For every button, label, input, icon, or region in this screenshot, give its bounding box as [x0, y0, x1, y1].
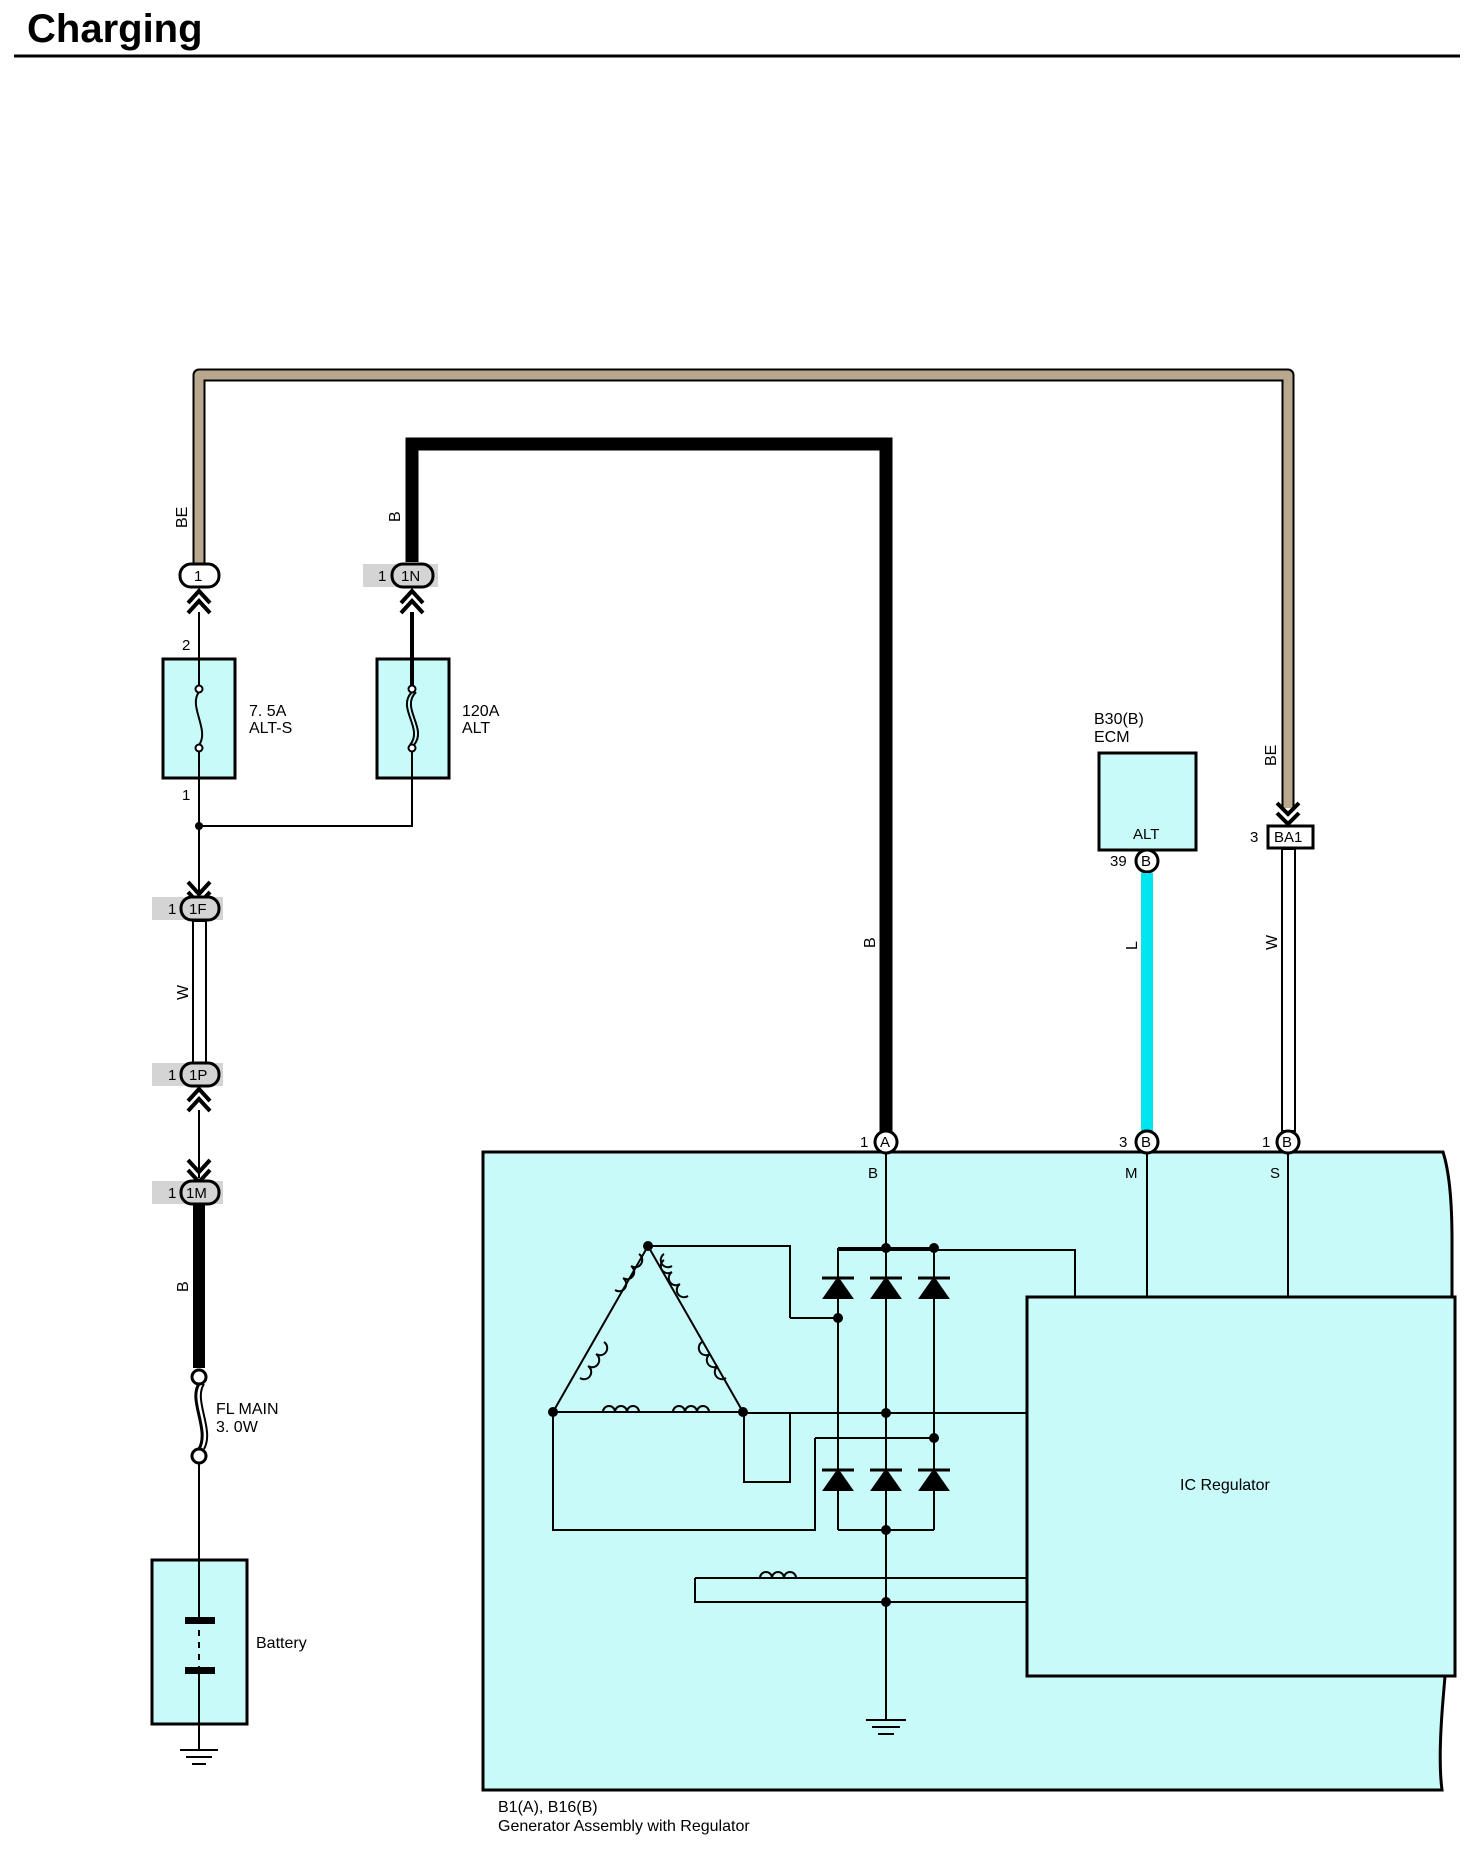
svg-text:M: M [1125, 1165, 1138, 1182]
junction-dot [548, 1241, 939, 1607]
svg-text:1P: 1P [189, 1067, 207, 1084]
svg-text:1: 1 [168, 901, 176, 918]
wire-b-main [405, 437, 893, 1132]
ecm-terminal: ALT [1133, 826, 1159, 843]
wire-w-left [192, 920, 207, 1065]
fuse-alt-s-pin-top: 2 [182, 637, 190, 654]
connector-1p: 1 1P [152, 1061, 223, 1088]
fuse-alt-s [161, 657, 237, 780]
svg-text:1M: 1M [186, 1185, 207, 1202]
fuse-alt-s-pin-bottom: 1 [182, 787, 190, 804]
wire-w-regulator [1281, 848, 1296, 1132]
fl-main-rating: 3. 0W [216, 1419, 259, 1436]
svg-text:3: 3 [1250, 829, 1258, 846]
stator-coil-icon [579, 1253, 797, 1579]
fuse-alt-rating: 120A [462, 703, 500, 720]
wire-label-b-top: B [387, 511, 404, 522]
wire-label-b-left: B [175, 1281, 192, 1292]
svg-text:1: 1 [378, 568, 386, 585]
svg-text:1F: 1F [189, 901, 207, 918]
battery [150, 1558, 249, 1726]
wire-label-be-ba1: BE [1263, 745, 1280, 766]
fuse-alt-s-rating: 7. 5A [249, 703, 287, 720]
generator-code: B1(A), B16(B) [498, 1799, 598, 1816]
generator-terminal-m: 3 B M [1119, 1129, 1160, 1182]
ecm-pin: 39 [1110, 853, 1127, 870]
ground-icon [180, 1724, 218, 1765]
wire-fuse-junction [198, 778, 413, 906]
svg-text:B: B [868, 1165, 878, 1182]
fusible-link-fl-main [190, 1368, 209, 1465]
ecm-code: B30(B) [1094, 711, 1144, 728]
connector-chevron-icon [399, 588, 425, 615]
ecm-connector [1134, 848, 1160, 874]
page-title: Charging [27, 7, 203, 51]
svg-text:S: S [1270, 1165, 1280, 1182]
svg-text:3: 3 [1119, 1134, 1127, 1151]
connector-1m: 1 1M [152, 1179, 223, 1206]
fl-main-name: FL MAIN [216, 1401, 279, 1418]
wire-label-w-left: W [175, 984, 192, 1000]
connector-1f: 1 1F [152, 895, 223, 922]
connector-1n: 1 1N [363, 562, 438, 589]
ground-icon [866, 1719, 906, 1735]
wire-label-be-top: BE [174, 507, 191, 528]
svg-text:1: 1 [1262, 1134, 1270, 1151]
svg-text:1: 1 [860, 1134, 868, 1151]
svg-text:A: A [880, 1134, 890, 1151]
svg-text:1: 1 [168, 1067, 176, 1084]
generator-name: Generator Assembly with Regulator [498, 1818, 750, 1835]
ic-regulator-box [1025, 1295, 1457, 1678]
fuse-alt-name: ALT [462, 720, 490, 737]
svg-text:1N: 1N [401, 568, 420, 585]
diode-icon [822, 1276, 950, 1491]
fuse-alt [375, 657, 451, 780]
connector-1: 1 [178, 562, 221, 589]
battery-label: Battery [256, 1635, 307, 1652]
connector-ba1: 3 BA1 [1250, 824, 1315, 850]
wire-label-l: L [1124, 941, 1141, 950]
fuse-alt-s-name: ALT-S [249, 720, 292, 737]
svg-text:1: 1 [168, 1185, 176, 1202]
svg-text:BA1: BA1 [1274, 829, 1302, 846]
svg-text:B: B [1282, 1134, 1292, 1151]
wire-l [1141, 873, 1153, 1131]
junction-dot [195, 822, 203, 830]
svg-text:B: B [1141, 1134, 1151, 1151]
generator-terminal-s: 1 B S [1262, 1129, 1301, 1182]
wire-label-w-regulator: W [1264, 934, 1281, 950]
connector-chevron-icon [186, 1086, 212, 1113]
ecm-box [1097, 751, 1198, 852]
ecm-connector-label: B [1141, 853, 1151, 870]
wire-label-b-main: B [862, 937, 879, 948]
connector-chevron-icon [1275, 801, 1301, 827]
ic-regulator-label: IC Regulator [1180, 1477, 1270, 1494]
svg-text:1: 1 [194, 568, 202, 585]
connector-chevron-icon [186, 588, 212, 615]
ecm-name: ECM [1094, 729, 1130, 746]
